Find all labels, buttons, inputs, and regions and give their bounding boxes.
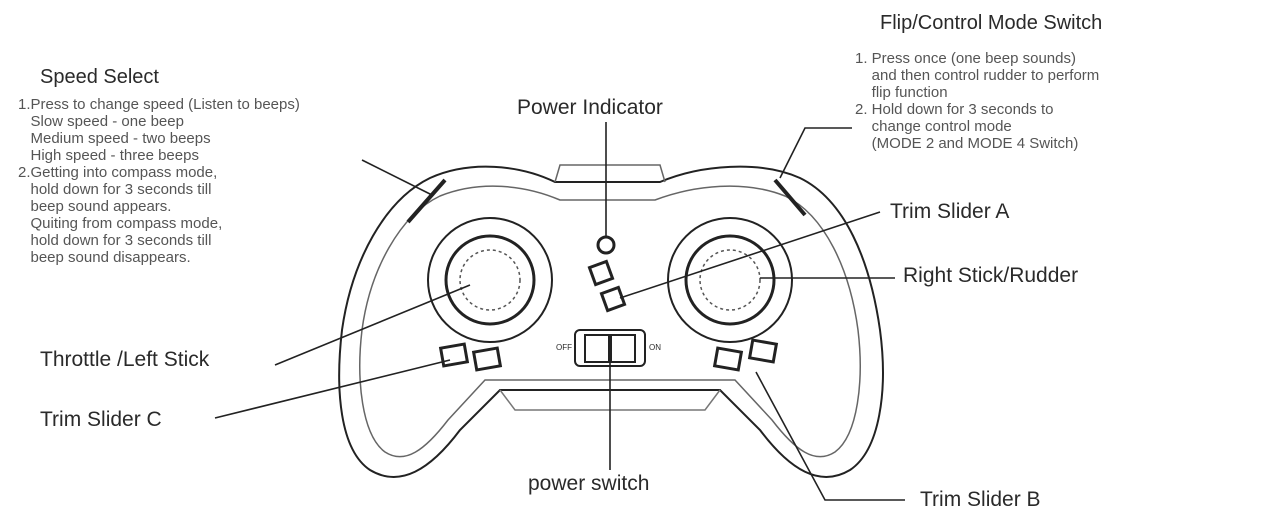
trim-slider-a-label: Trim Slider A bbox=[890, 200, 1010, 223]
switch-on-label: ON bbox=[649, 343, 661, 352]
leader-lines bbox=[214, 122, 905, 501]
power-switch-label: power switch bbox=[528, 472, 650, 495]
speed-select-title: Speed Select bbox=[40, 66, 159, 88]
left-stick-label: Throttle /Left Stick bbox=[40, 348, 210, 371]
trim-slider-c-label: Trim Slider C bbox=[40, 408, 162, 431]
trim-b-left-button bbox=[712, 346, 744, 372]
trim-a-down-button bbox=[599, 285, 627, 313]
power-indicator-label: Power Indicator bbox=[517, 96, 663, 119]
flip-switch-notes: 1. Press once (one beep sounds) and then… bbox=[855, 50, 1100, 152]
left-stick[interactable] bbox=[427, 217, 553, 343]
speed-select-notes: 1.Press to change speed (Listen to beeps… bbox=[18, 96, 300, 266]
trim-c-right-button bbox=[471, 346, 503, 372]
trim-slider-b-label: Trim Slider B bbox=[920, 488, 1041, 511]
top-bumper bbox=[554, 164, 666, 183]
controller-inner-outline bbox=[359, 185, 861, 458]
right-stick-label: Right Stick/Rudder bbox=[903, 264, 1079, 287]
trim-c-left-button bbox=[438, 342, 470, 368]
speed-select-button bbox=[406, 178, 447, 224]
switch-off-label: OFF bbox=[556, 343, 572, 352]
controller-body bbox=[338, 165, 884, 478]
flip-mode-button bbox=[773, 178, 807, 217]
right-stick[interactable] bbox=[667, 217, 793, 343]
trim-a-up-button bbox=[587, 259, 615, 287]
trim-b-right-button bbox=[747, 338, 779, 364]
power-indicator-led bbox=[596, 235, 616, 255]
flip-switch-title: Flip/Control Mode Switch bbox=[880, 12, 1103, 34]
